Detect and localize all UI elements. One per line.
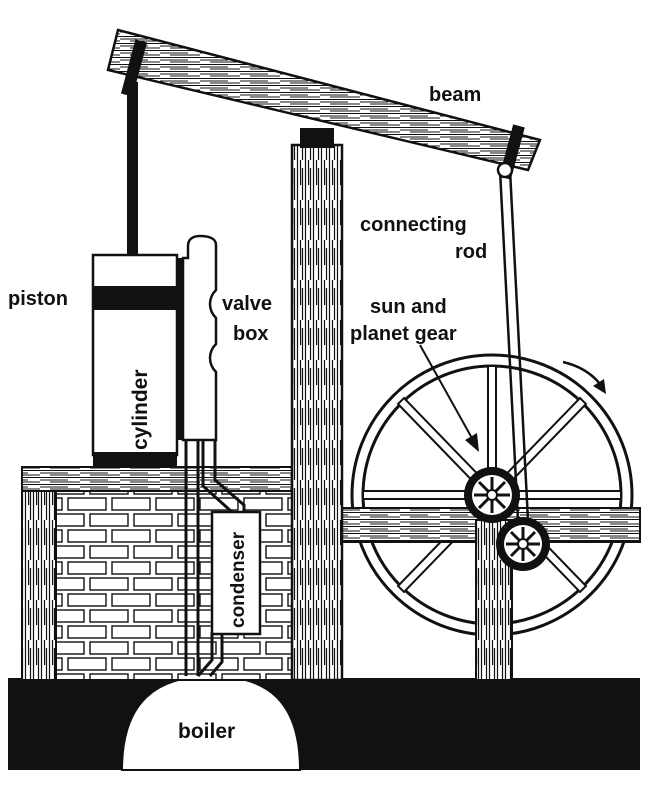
label-beam: beam xyxy=(429,84,481,106)
gear-leader-arrow xyxy=(419,344,479,452)
pillar-cap xyxy=(300,128,334,148)
cylinder-base xyxy=(93,452,177,468)
platform-beam xyxy=(21,466,298,492)
steam-pipe xyxy=(184,440,200,676)
ground-base xyxy=(8,678,640,770)
rod-pin xyxy=(496,161,514,179)
connecting-rod xyxy=(498,169,531,541)
left-post xyxy=(21,481,57,681)
valve-box xyxy=(181,234,218,442)
label-valve-box-line2: box xyxy=(233,323,269,345)
label-sun-planet-line1: sun and xyxy=(370,296,447,318)
piston-rod xyxy=(127,82,138,264)
clockwise-arrow-icon xyxy=(562,360,606,394)
central-pillar xyxy=(290,143,344,682)
label-condenser: condenser xyxy=(228,531,249,628)
label-connecting-rod-line2: rod xyxy=(455,241,487,263)
piston xyxy=(93,286,177,310)
condenser xyxy=(210,510,262,636)
boiler-pipe xyxy=(196,632,224,677)
label-cylinder: cylinder xyxy=(129,369,152,450)
planet-gear xyxy=(496,517,550,571)
label-boiler: boiler xyxy=(178,720,235,743)
label-connecting-rod-line1: connecting xyxy=(360,214,467,236)
valve-rod xyxy=(177,258,183,440)
label-piston: piston xyxy=(8,288,68,310)
sun-gear xyxy=(464,467,520,523)
label-sun-planet-line2: planet gear xyxy=(350,323,457,345)
label-valve-box-line1: valve xyxy=(222,293,272,315)
brick-wall xyxy=(54,489,301,681)
